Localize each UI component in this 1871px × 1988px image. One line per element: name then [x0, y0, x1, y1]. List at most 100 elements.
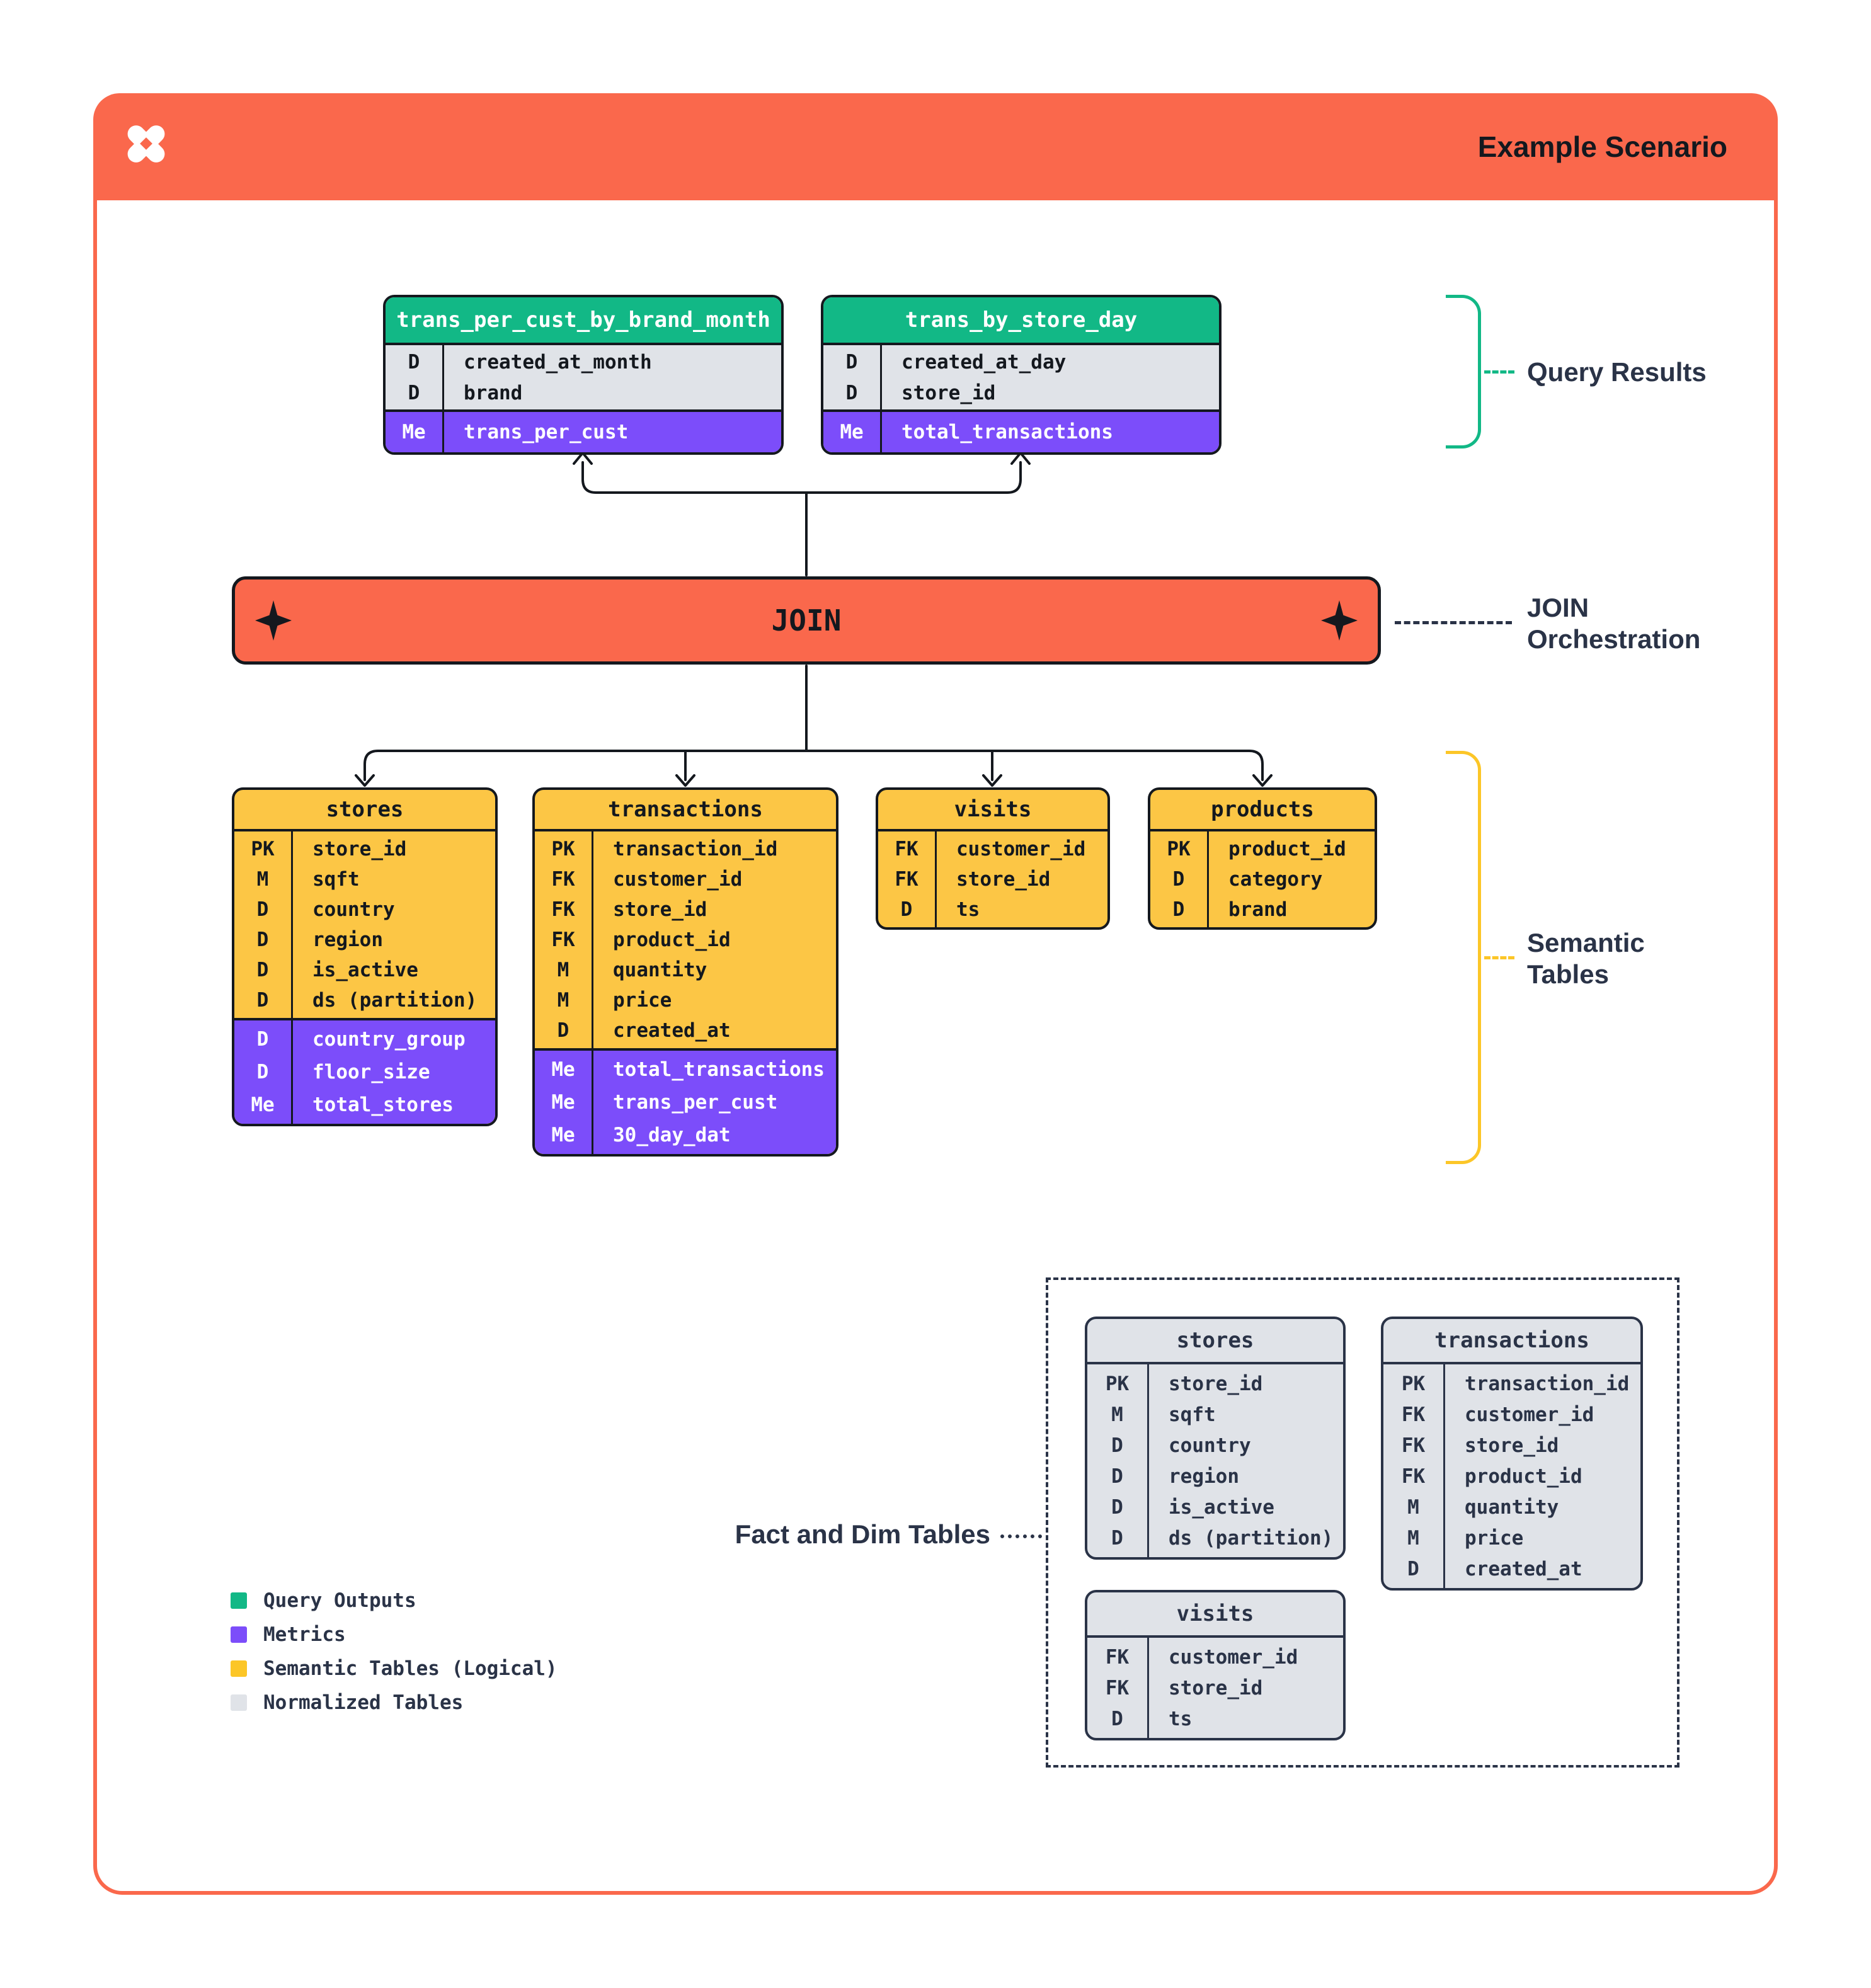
semantic-tables-label: Semantic Tables	[1527, 927, 1645, 990]
semantic-tables-dash-connector	[1484, 956, 1514, 959]
row-name: product_id	[613, 928, 731, 951]
row-key: D	[1407, 1557, 1419, 1580]
row-name: 30_day_dat	[613, 1124, 731, 1146]
table-title: transactions	[1383, 1319, 1640, 1364]
row-name: floor_size	[312, 1061, 430, 1083]
row-key: M	[1111, 1403, 1123, 1426]
row-name: store_id	[1169, 1676, 1263, 1700]
row-name: category	[1228, 868, 1323, 891]
semantic-tables-bracket	[1446, 751, 1481, 1164]
row-key: M	[557, 959, 569, 981]
row-name: is_active	[1169, 1495, 1274, 1519]
row-key: FK	[551, 868, 575, 891]
row-name: price	[613, 989, 672, 1012]
join-label: JOIN	[771, 603, 842, 637]
query-table-trans-by-store-day: trans_by_store_day D created_at_day D st…	[821, 295, 1222, 455]
row-name: store_id	[312, 838, 407, 860]
row-name: product_id	[1228, 838, 1346, 860]
row-key: D	[256, 959, 269, 981]
table-title: trans_per_cust_by_brand_month	[386, 297, 781, 345]
row-key: D	[256, 989, 269, 1012]
row-name: region	[1169, 1465, 1239, 1488]
row-name: total_transactions	[613, 1058, 825, 1081]
row-key: D	[845, 350, 858, 374]
row-name: price	[1465, 1526, 1524, 1550]
row-key: FK	[1401, 1434, 1426, 1457]
legend-label: Metrics	[263, 1623, 346, 1646]
row-name: quantity	[1465, 1495, 1559, 1519]
join-orchestration-bar: JOIN	[232, 576, 1381, 665]
row-name: created_at	[613, 1019, 731, 1042]
row-name: customer_id	[1465, 1403, 1594, 1426]
column-divider	[1147, 1638, 1149, 1738]
row-name: is_active	[312, 959, 418, 981]
join-dash-connector	[1395, 621, 1512, 624]
legend-item-query-outputs: Query Outputs	[231, 1589, 416, 1612]
column-divider	[1443, 1364, 1445, 1588]
row-key: FK	[895, 838, 918, 860]
column-divider	[442, 345, 444, 452]
row-key: D	[1172, 898, 1185, 921]
query-results-bracket	[1446, 295, 1481, 448]
row-name: created_at_month	[464, 350, 652, 374]
row-name: transaction_id	[1465, 1372, 1630, 1395]
row-name: customer_id	[1169, 1645, 1298, 1669]
row-key: D	[1111, 1495, 1123, 1519]
column-divider	[1207, 831, 1209, 927]
row-key: Me	[551, 1091, 575, 1114]
row-key: D	[1111, 1707, 1123, 1730]
row-key: Me	[251, 1094, 275, 1116]
row-key: FK	[551, 928, 575, 951]
card-header-band	[93, 93, 1778, 200]
legend-label: Semantic Tables (Logical)	[263, 1657, 558, 1680]
query-table-trans-per-cust-by-brand-month: trans_per_cust_by_brand_month D created_…	[383, 295, 784, 455]
row-key: D	[1172, 868, 1185, 891]
metric-row: Me total_transactions	[823, 412, 1219, 452]
row-name: country	[1169, 1434, 1251, 1457]
query-results-dash-connector	[1484, 370, 1514, 374]
row-key: FK	[895, 868, 918, 891]
column-divider	[1147, 1364, 1149, 1557]
row-name: customer_id	[956, 838, 1086, 860]
row-key: Me	[551, 1124, 575, 1146]
row-name: ts	[1169, 1707, 1193, 1730]
legend-item-metrics: Metrics	[231, 1623, 346, 1646]
row-name: store_id	[1465, 1434, 1559, 1457]
row-key: M	[557, 989, 569, 1012]
table-row: D created_at_month	[386, 346, 781, 377]
legend-swatch-yellow	[231, 1660, 247, 1677]
row-name: total_transactions	[901, 421, 1113, 443]
column-divider	[291, 831, 293, 1124]
row-name: created_at_day	[901, 350, 1067, 374]
legend-label: Query Outputs	[263, 1589, 416, 1612]
row-name: ds (partition)	[1169, 1526, 1334, 1550]
row-name: customer_id	[613, 868, 743, 891]
row-name: total_stores	[312, 1094, 454, 1116]
row-key: PK	[551, 838, 575, 860]
table-row: D store_id	[823, 377, 1219, 408]
row-name: trans_per_cust	[464, 421, 629, 443]
row-name: store_id	[613, 898, 707, 921]
row-key: D	[256, 898, 269, 921]
column-divider	[880, 345, 882, 452]
column-divider	[592, 831, 593, 1154]
row-key: D	[256, 928, 269, 951]
row-key: D	[1111, 1434, 1123, 1457]
fact-dim-label: Fact and Dim Tables	[735, 1519, 990, 1549]
legend-item-semantic-tables: Semantic Tables (Logical)	[231, 1657, 558, 1680]
semantic-tables-line2: Tables	[1527, 959, 1609, 989]
row-key: Me	[840, 421, 864, 443]
row-key: D	[408, 381, 420, 404]
table-title: visits	[878, 790, 1107, 831]
row-name: brand	[464, 381, 523, 404]
row-key: PK	[251, 838, 275, 860]
metric-row: Me trans_per_cust	[386, 412, 781, 452]
row-key: D	[557, 1019, 569, 1042]
legend-swatch-green	[231, 1592, 247, 1609]
row-name: country_group	[312, 1028, 466, 1051]
table-title: visits	[1087, 1592, 1343, 1638]
